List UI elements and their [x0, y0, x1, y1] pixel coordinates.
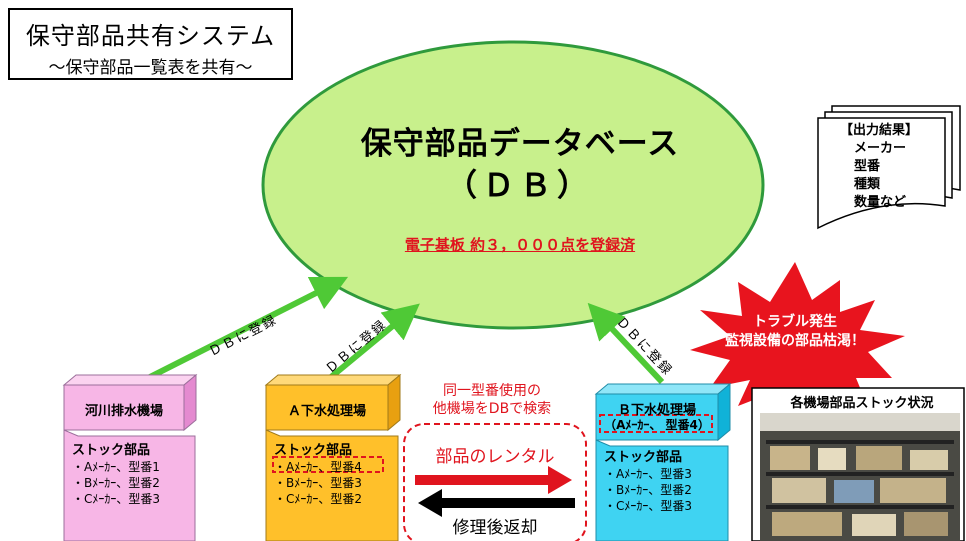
database-registered: 電子基板 約３，０００点を登録済 [404, 236, 636, 254]
facility-3-need-note: （Aﾒｰｶｰ、 型番4） [604, 418, 710, 432]
rental-area-border [403, 423, 587, 541]
stock-item: ・Cﾒｰｶｰ、型番3 [72, 492, 161, 506]
search-note-line: 同一型番使用の [443, 383, 541, 399]
facility-1-box [62, 373, 198, 541]
stock-item: ・Aﾒｰｶｰ、型番1 [72, 460, 160, 474]
stock-item: ・Cﾒｰｶｰ、型番3 [604, 499, 693, 513]
highlight-b-need [599, 414, 713, 433]
facility-1-stock: ストック部品 ・Aﾒｰｶｰ、型番1 ・Bﾒｰｶｰ、型番2 ・Cﾒｰｶｰ、型番3 [72, 443, 160, 507]
stock-item: ・Bﾒｰｶｰ、型番3 [274, 476, 362, 490]
facility-1-name: 河川排水機場 [84, 404, 163, 419]
output-item: 型番 [854, 159, 881, 174]
output-item: 数量など [854, 195, 907, 210]
trouble-line: トラブル発生 [753, 314, 837, 330]
stock-item: ・Bﾒｰｶｰ、型番2 [604, 483, 692, 497]
database-subtitle: （ＤＢ） [446, 168, 594, 204]
title-box: 保守部品共有システム ～保守部品一覧表を共有～ [8, 8, 293, 80]
page-title: 保守部品共有システム [25, 22, 276, 50]
facility-2-name: Ａ下水処理場 [287, 404, 366, 419]
output-list: 【出力結果】 メーカー 型番 種類 数量など [840, 122, 918, 212]
arrow-register-1 [138, 276, 349, 385]
facility-3-name: Ｂ下水処理場 [617, 403, 696, 418]
photo-title: 各機場部品ストック状況 [790, 396, 934, 411]
database-ellipse [261, 40, 765, 330]
search-note-line: 他機場をDBで検索 [432, 401, 552, 417]
return-arrow [418, 489, 575, 517]
stock-item: ・Aﾒｰｶｰ、型番3 [604, 467, 692, 481]
output-item: 種類 [854, 177, 881, 192]
output-item: メーカー [854, 141, 907, 156]
trouble-text: トラブル発生 監視設備の部品枯渇！ [700, 313, 890, 351]
arrow-register-3 [587, 302, 665, 385]
trouble-burst [690, 262, 905, 425]
page-subtitle: ～保守部品一覧表を共有～ [48, 58, 253, 78]
return-label: 修理後返却 [452, 518, 538, 538]
stock-item: ・Aﾒｰｶｰ、型番4 [274, 460, 362, 474]
rental-label: 部品のレンタル [435, 447, 555, 467]
output-heading: 【出力結果】 [840, 123, 919, 138]
facility-2-stock: ストック部品 ・Aﾒｰｶｰ、型番4 ・Bﾒｰｶｰ、型番3 ・Cﾒｰｶｰ、型番2 [274, 443, 362, 507]
stock-heading: ストック部品 [604, 450, 683, 465]
stock-item: ・Cﾒｰｶｰ、型番2 [274, 492, 363, 506]
stock-item: ・Bﾒｰｶｰ、型番2 [72, 476, 160, 490]
rental-arrow [415, 466, 572, 494]
stock-photo [751, 387, 965, 541]
stock-heading: ストック部品 [72, 443, 151, 458]
stock-heading: ストック部品 [274, 443, 353, 458]
output-document-icon [817, 105, 961, 230]
trouble-line: 監視設備の部品枯渇！ [725, 333, 865, 349]
arrow-register-2 [323, 303, 420, 385]
database-title: 保守部品データベース [360, 126, 680, 162]
facility-3-stock: ストック部品 ・Aﾒｰｶｰ、型番3 ・Bﾒｰｶｰ、型番2 ・Cﾒｰｶｰ、型番3 [604, 450, 692, 514]
highlight-a-model4 [272, 456, 384, 473]
search-note: 同一型番使用の 他機場をDBで検索 [412, 382, 572, 418]
